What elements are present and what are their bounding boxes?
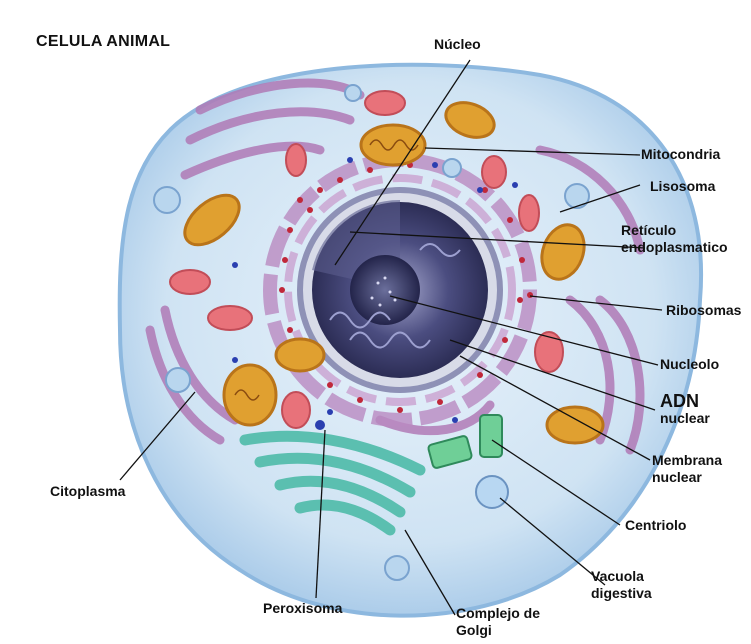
label-centriolo: Centriolo bbox=[625, 517, 686, 534]
label-complejo: Complejo de Golgi bbox=[456, 605, 540, 639]
label-mitocondria: Mitocondria bbox=[641, 146, 720, 163]
label-nucleo: Núcleo bbox=[434, 36, 481, 53]
label-vacuola-line2: digestiva bbox=[591, 585, 652, 602]
label-nucleolo: Nucleolo bbox=[660, 356, 719, 373]
label-membrana-line1: Membrana bbox=[652, 452, 722, 469]
label-peroxisoma: Peroxisoma bbox=[263, 600, 342, 617]
label-reticulo-line2: endoplasmatico bbox=[621, 239, 728, 256]
label-vacuola-line1: Vacuola bbox=[591, 568, 652, 585]
label-reticulo: Retículo endoplasmatico bbox=[621, 222, 728, 256]
label-membrana-line2: nuclear bbox=[652, 469, 722, 486]
label-membrana: Membrana nuclear bbox=[652, 452, 722, 486]
peroxisome bbox=[315, 420, 325, 430]
label-citoplasma: Citoplasma bbox=[50, 483, 125, 500]
label-reticulo-line1: Retículo bbox=[621, 222, 728, 239]
digestive-vacuole bbox=[476, 476, 508, 508]
label-complejo-line2: Golgi bbox=[456, 622, 540, 639]
label-vacuola: Vacuola digestiva bbox=[591, 568, 652, 602]
label-adn-line2: nuclear bbox=[660, 410, 710, 427]
label-lisosoma: Lisosoma bbox=[650, 178, 715, 195]
diagram-title: CELULA ANIMAL bbox=[36, 33, 170, 51]
label-complejo-line1: Complejo de bbox=[456, 605, 540, 622]
label-ribosomas: Ribosomas bbox=[666, 302, 741, 319]
label-adn-line1: ADN bbox=[660, 393, 710, 410]
label-adn: ADN nuclear bbox=[660, 393, 710, 427]
